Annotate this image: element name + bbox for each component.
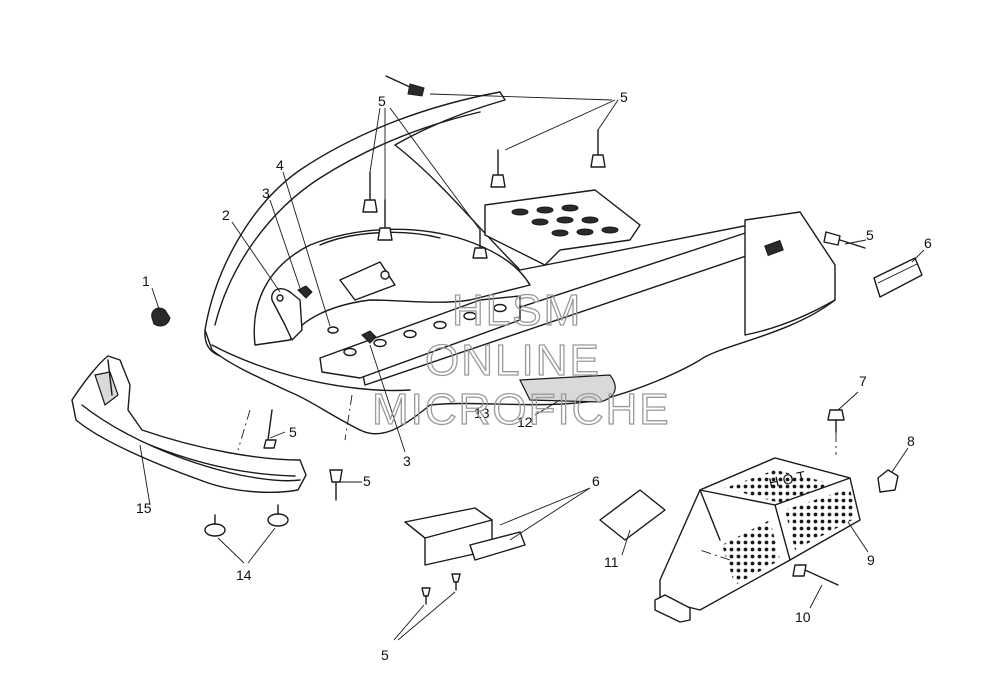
callout-11: 11 <box>604 554 619 570</box>
callout-8: 8 <box>907 433 915 449</box>
bracket-slots <box>511 204 619 237</box>
heat-shield-hot-label: H O T <box>767 467 807 490</box>
callout-5-right: 5 <box>866 227 874 243</box>
callout-5-front-b: 5 <box>363 473 371 489</box>
callout-6-right: 6 <box>924 235 932 251</box>
decal-part-6-bottom <box>404 507 526 566</box>
callout-3-lower: 3 <box>403 453 411 469</box>
callout-5-bottom: 5 <box>381 647 389 663</box>
nut-part-3 <box>297 285 377 344</box>
decal-part-11 <box>599 489 666 541</box>
clip-part-1 <box>151 307 171 327</box>
callout-5-front-a: 5 <box>289 424 297 440</box>
belly-pan-main-part <box>204 91 836 435</box>
callout-15: 15 <box>136 500 152 516</box>
callout-9: 9 <box>867 552 875 568</box>
callout-14: 14 <box>236 567 252 583</box>
watermark-line-1: HLSM <box>452 286 582 335</box>
callout-5-top-left: 5 <box>378 93 386 109</box>
washer-part-4 <box>327 326 339 334</box>
clip-part-8 <box>877 469 899 493</box>
watermark: HLSM ONLINE MICROFICHE <box>371 285 671 434</box>
rivets-part-5 <box>204 75 866 605</box>
decal-part-6-right <box>873 257 923 298</box>
callout-4: 4 <box>276 157 284 173</box>
callout-2: 2 <box>222 207 230 223</box>
callout-5-top-right: 5 <box>620 89 628 105</box>
callout-10: 10 <box>795 609 811 625</box>
watermark-line-2: ONLINE <box>425 336 601 385</box>
heat-shield-part-9: H O T <box>654 457 861 623</box>
front-bracket-part-2 <box>271 288 303 341</box>
callout-12: 12 <box>517 414 533 430</box>
skid-plate-holes <box>343 303 507 357</box>
watermark-line-3: MICROFICHE <box>372 385 671 434</box>
callout-labels: 1 2 3 4 5 5 5 6 3 5 5 6 7 8 9 10 11 12 1… <box>136 89 932 663</box>
front-bumper-part-15 <box>71 355 307 493</box>
leader-lines <box>139 93 925 641</box>
callout-7: 7 <box>859 373 867 389</box>
callout-3-upper: 3 <box>262 185 270 201</box>
callout-1: 1 <box>142 273 150 289</box>
callout-13: 13 <box>474 405 490 421</box>
callout-6-bottom: 6 <box>592 473 600 489</box>
